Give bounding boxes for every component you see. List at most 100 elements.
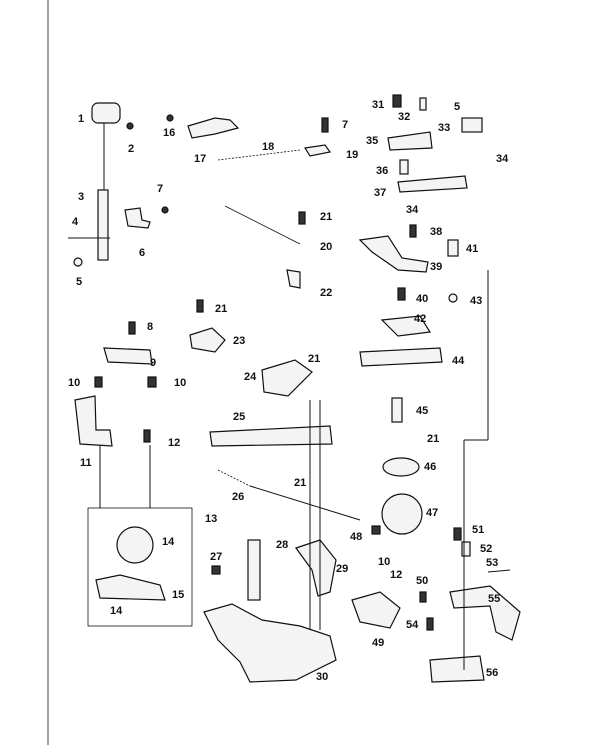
part-1-block bbox=[91, 102, 121, 124]
callout-34-bottom: 34 bbox=[406, 204, 419, 216]
callout-3: 3 bbox=[78, 191, 84, 203]
part-41-pin bbox=[447, 239, 459, 257]
callout-labels: 1 2 3 4 5 6 7 7 8 9 10 10 11 12 13 14 14… bbox=[68, 99, 509, 683]
callout-14-top: 14 bbox=[162, 536, 175, 548]
callout-29: 29 bbox=[336, 563, 348, 575]
part-22-clip bbox=[286, 269, 301, 289]
callout-53: 53 bbox=[486, 557, 498, 569]
callout-7-top: 7 bbox=[342, 119, 348, 131]
callout-16: 16 bbox=[163, 127, 175, 139]
callout-30: 30 bbox=[316, 671, 328, 683]
part-56-base bbox=[429, 655, 485, 683]
part-49-link bbox=[351, 591, 401, 629]
part-40-screw bbox=[397, 287, 406, 301]
callout-5-top: 5 bbox=[454, 101, 460, 113]
callout-42: 42 bbox=[414, 313, 426, 325]
callout-11: 11 bbox=[80, 457, 92, 469]
guide-line-4 bbox=[249, 485, 361, 521]
center-assembly bbox=[203, 359, 361, 683]
callout-18: 18 bbox=[262, 141, 274, 153]
part-43-washer bbox=[448, 293, 458, 303]
part-25-plate bbox=[209, 425, 333, 447]
callout-43: 43 bbox=[470, 295, 482, 307]
part-33-block bbox=[461, 117, 483, 133]
callout-31: 31 bbox=[372, 99, 384, 111]
callout-8: 8 bbox=[147, 321, 153, 333]
callout-35: 35 bbox=[366, 135, 378, 147]
callout-54: 54 bbox=[406, 619, 419, 631]
part-42-bracket bbox=[380, 315, 432, 337]
callout-9: 9 bbox=[150, 357, 156, 369]
callout-34-right: 34 bbox=[496, 153, 509, 165]
part-20-wire bbox=[224, 205, 301, 245]
callout-17: 17 bbox=[194, 153, 206, 165]
callout-7: 7 bbox=[157, 183, 163, 195]
part-16-screw bbox=[166, 114, 174, 122]
callout-51: 51 bbox=[472, 524, 484, 536]
part-30-base bbox=[203, 603, 337, 683]
part-31-screw bbox=[392, 94, 402, 108]
callout-40: 40 bbox=[416, 293, 428, 305]
part-53-spring bbox=[487, 569, 511, 573]
callout-5: 5 bbox=[76, 276, 82, 288]
part-32-pin bbox=[419, 97, 427, 111]
part-36-pin bbox=[399, 159, 409, 175]
callout-37: 37 bbox=[374, 187, 386, 199]
part-13-gear bbox=[116, 526, 154, 564]
callout-49: 49 bbox=[372, 637, 384, 649]
part-10-screw-left bbox=[94, 376, 103, 388]
part-24-lever bbox=[261, 359, 313, 397]
callout-14-bottom: 14 bbox=[110, 605, 123, 617]
part-39-lever bbox=[358, 235, 429, 273]
callout-10-left: 10 bbox=[68, 377, 80, 389]
top-center-assembly bbox=[166, 114, 332, 353]
part-47-gear bbox=[381, 493, 423, 535]
part-28-pin bbox=[247, 539, 261, 601]
callout-20: 20 bbox=[320, 241, 332, 253]
part-3-shaft bbox=[97, 189, 109, 261]
left-assembly bbox=[68, 102, 193, 627]
part-17-cover bbox=[187, 117, 240, 139]
callout-19: 19 bbox=[346, 149, 358, 161]
callout-41: 41 bbox=[466, 243, 478, 255]
callout-4: 4 bbox=[72, 216, 79, 228]
part-29-arm bbox=[295, 539, 337, 597]
part-13-box bbox=[87, 507, 193, 627]
callout-10-right: 10 bbox=[174, 377, 186, 389]
part-50-screw bbox=[419, 591, 427, 603]
part-21-screw-a bbox=[298, 211, 306, 225]
callout-25: 25 bbox=[233, 411, 245, 423]
part-10-screw-right bbox=[147, 376, 157, 388]
part-48-nut bbox=[371, 525, 381, 535]
part-37-link bbox=[397, 175, 468, 193]
callout-1: 1 bbox=[78, 113, 84, 125]
part-7-screw bbox=[161, 206, 169, 214]
part-45-pin bbox=[391, 397, 403, 423]
callout-46: 46 bbox=[424, 461, 436, 473]
callout-32: 32 bbox=[398, 111, 410, 123]
callout-28: 28 bbox=[276, 539, 288, 551]
part-12-screw bbox=[143, 429, 151, 443]
callout-36: 36 bbox=[376, 165, 388, 177]
callout-12: 12 bbox=[168, 437, 180, 449]
part-9-plate bbox=[103, 347, 153, 365]
part-21-screw-b bbox=[196, 299, 204, 313]
callout-21-e: 21 bbox=[427, 433, 439, 445]
callout-12-center: 12 bbox=[390, 569, 402, 581]
part-11-bracket bbox=[74, 395, 113, 447]
part-18-spring bbox=[217, 149, 301, 161]
callout-47: 47 bbox=[426, 507, 438, 519]
callout-33: 33 bbox=[438, 122, 450, 134]
callout-56: 56 bbox=[486, 667, 498, 679]
callout-2: 2 bbox=[128, 143, 134, 155]
part-55-lever bbox=[449, 585, 521, 641]
part-23-bracket bbox=[189, 327, 226, 353]
part-35-link bbox=[387, 131, 433, 151]
callout-21-c: 21 bbox=[308, 353, 320, 365]
part-6-bracket bbox=[124, 207, 151, 229]
callout-21-b: 21 bbox=[215, 303, 227, 315]
callout-45: 45 bbox=[416, 405, 428, 417]
callout-23: 23 bbox=[233, 335, 245, 347]
callout-44: 44 bbox=[452, 355, 465, 367]
